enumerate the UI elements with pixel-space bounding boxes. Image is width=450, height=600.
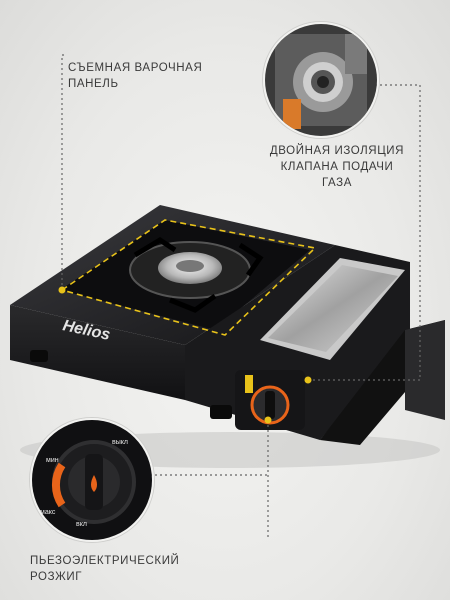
valve-illustration [265, 24, 377, 136]
knob-label-max: макс [40, 509, 56, 516]
caption-line: Пьезоэлектрический [30, 555, 180, 567]
caption-line: розжиг [30, 571, 83, 583]
callout-dot [58, 286, 66, 294]
compartment-lid-side [405, 320, 445, 420]
callout-lines [61, 54, 421, 540]
stove-foot [30, 350, 48, 362]
caption-line: газа [321, 177, 353, 189]
callout-dot [304, 376, 312, 384]
caption-line: панель [68, 78, 119, 90]
knob-indicator [245, 375, 253, 393]
knob-label-min: мин [46, 457, 59, 464]
burner-cap [176, 260, 204, 272]
stove-foot [210, 405, 232, 419]
panel-highlight [60, 219, 317, 336]
caption-removable-panel: Съемная варочная панель [68, 60, 202, 92]
pot-support [169, 293, 217, 313]
valve-closeup [263, 22, 379, 138]
knob-closeup: выкл мин макс вкл [30, 418, 154, 542]
callout-dot [264, 416, 272, 424]
knob-illustration: выкл мин макс вкл [32, 420, 152, 540]
pot-support [238, 242, 264, 277]
caption-piezo-ignition: Пьезоэлектрический розжиг [30, 553, 179, 585]
stove-front-left [10, 305, 185, 400]
pot-support [133, 237, 177, 258]
knob-grip [265, 391, 275, 419]
compartment-steel [268, 265, 398, 352]
knob-label-on: вкл [76, 521, 87, 528]
knob-label-off: выкл [112, 439, 128, 446]
caption-line: Съемная варочная [68, 62, 203, 74]
caption-line: Двойная изоляция [269, 145, 405, 157]
caption-valve-insulation: Двойная изоляция клапана подачи газа [262, 143, 412, 191]
caption-line: клапана подачи [280, 161, 394, 173]
